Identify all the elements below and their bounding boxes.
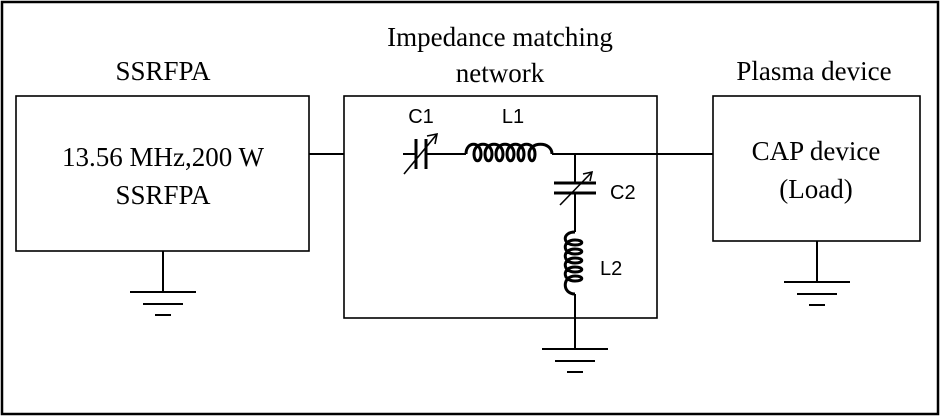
load-device-label: CAP device: [752, 136, 881, 166]
matching-network-heading-line2: network: [456, 58, 545, 88]
inductor-icon: [563, 230, 584, 296]
load-role-label: (Load): [779, 174, 852, 204]
matching-network-heading-line1: Impedance matching: [387, 22, 613, 52]
ssrfpa-box: [15, 95, 310, 252]
c2-label: C2: [610, 182, 636, 204]
ground-icon: [784, 241, 850, 306]
plasma-device-heading: Plasma device: [736, 56, 891, 86]
l1-label: L1: [502, 106, 524, 128]
matching-network-box: [343, 95, 658, 319]
ssrfpa-spec-label: 13.56 MHz,200 W: [62, 142, 265, 172]
ssrfpa-name-label: SSRFPA: [115, 180, 211, 210]
ground-icon: [542, 294, 608, 373]
ground-icon: [130, 251, 196, 316]
c1-label: C1: [408, 106, 434, 128]
inductor-icon: [464, 142, 554, 163]
load-box: [712, 95, 921, 242]
l2-label: L2: [600, 258, 622, 280]
ssrfpa-heading: SSRFPA: [115, 56, 211, 86]
